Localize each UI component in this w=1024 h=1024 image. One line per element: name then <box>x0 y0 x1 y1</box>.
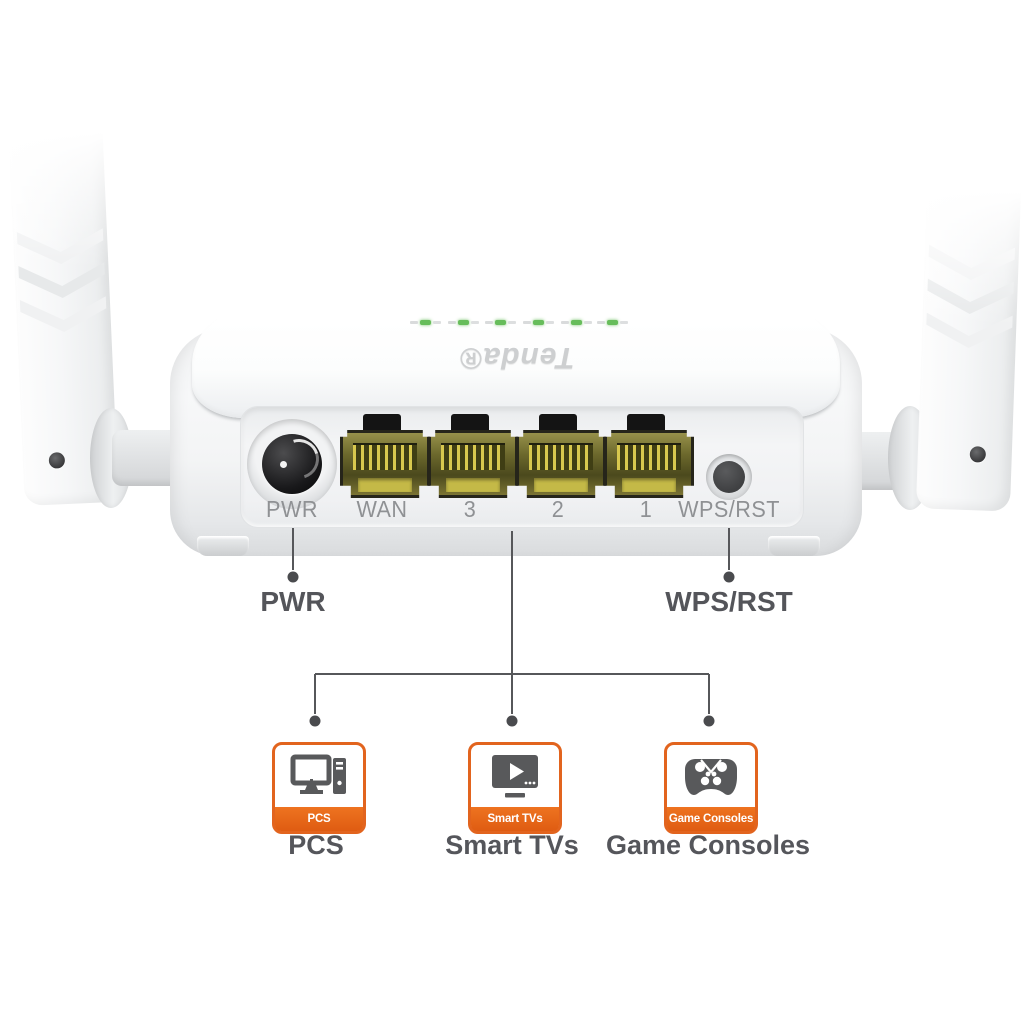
wan-port <box>340 414 430 498</box>
antenna-screw-hole <box>969 446 987 463</box>
power-jack <box>262 431 327 494</box>
antenna-screw-hole <box>48 452 66 469</box>
right-antenna <box>915 154 1024 512</box>
callout-label-pwr: PWR <box>260 586 326 617</box>
status-led <box>485 320 516 325</box>
port-label-wan: WAN <box>356 496 408 522</box>
card-badge: Game Consoles <box>667 807 755 831</box>
status-led <box>410 320 441 325</box>
router-top-cover <box>192 310 840 418</box>
callout-label-wps-rst: WPS/RST <box>665 586 793 617</box>
connection-card-smart-tvs: Smart TVs <box>468 742 562 834</box>
status-led <box>448 320 479 325</box>
lan-port-2 <box>516 414 606 498</box>
status-led <box>597 320 628 325</box>
status-led <box>561 320 592 325</box>
port-label-1: 1 <box>639 496 653 522</box>
lan-port-3 <box>428 414 518 498</box>
connection-label-pcs: PCS <box>288 830 344 860</box>
smart-tv-icon <box>471 747 559 807</box>
port-label-wps-rst: WPS/RST <box>678 496 780 522</box>
left-antenna-arm <box>112 430 180 486</box>
power-jack-pin <box>280 461 287 468</box>
brand-logo: Tenda® <box>459 341 575 374</box>
router-foot-right <box>768 536 820 556</box>
desktop-pc-icon <box>275 747 363 807</box>
gamepad-icon <box>667 747 755 807</box>
connection-card-game-consoles: Game Consoles <box>664 742 758 834</box>
card-badge: Smart TVs <box>471 807 559 831</box>
port-label-pwr: PWR <box>266 496 318 522</box>
antenna-groove <box>20 296 108 340</box>
lan-port-1 <box>604 414 694 498</box>
port-label-3: 3 <box>463 496 477 522</box>
wps-reset-button <box>713 461 745 493</box>
port-label-2: 2 <box>551 496 565 522</box>
connection-label-game-consoles: Game Consoles <box>605 830 811 860</box>
status-led <box>523 320 554 325</box>
connection-card-pcs: PCS <box>272 742 366 834</box>
router-foot-left <box>197 536 249 556</box>
card-badge: PCS <box>275 807 363 831</box>
connection-label-smart-tvs: Smart TVs <box>445 830 579 860</box>
